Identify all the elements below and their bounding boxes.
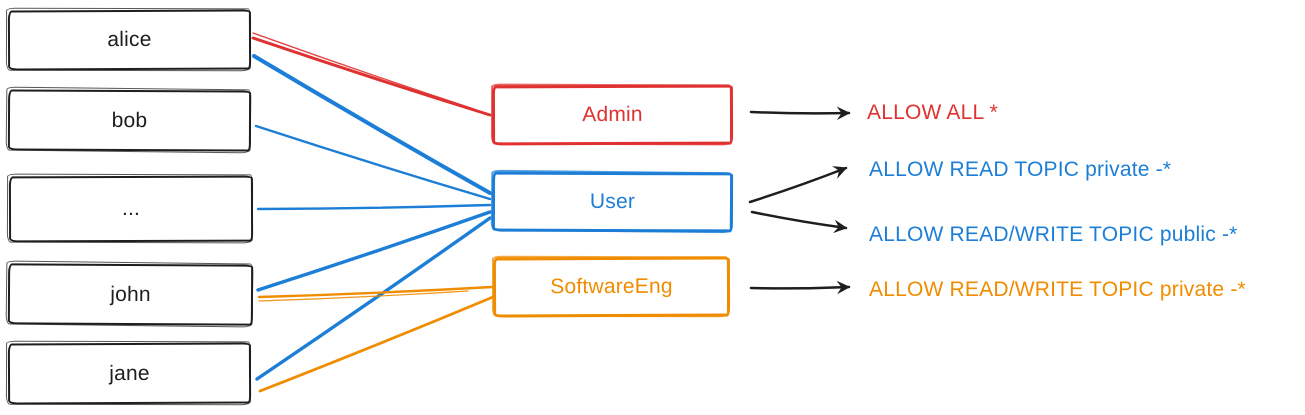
permission-read-write-topic-public: ALLOW READ/WRITE TOPIC public -* bbox=[869, 223, 1238, 246]
edge-alice-admin-sketch bbox=[252, 32, 475, 110]
role-box-admin: Admin bbox=[491, 84, 734, 146]
user-box-jane: jane bbox=[7, 342, 252, 405]
edge-john-user bbox=[256, 210, 492, 292]
role-label-admin: Admin bbox=[582, 102, 643, 127]
user-label-alice: alice bbox=[107, 27, 152, 52]
user-box-alice: alice bbox=[7, 9, 252, 71]
permission-read-write-topic-private: ALLOW READ/WRITE TOPIC private -* bbox=[869, 278, 1246, 301]
edge-ellipsis-user bbox=[256, 203, 492, 211]
permission-read-topic-private: ALLOW READ TOPIC private -* bbox=[869, 158, 1172, 181]
edge-john-softwareeng-sketch bbox=[258, 290, 469, 302]
edge-jane-user bbox=[255, 216, 492, 381]
user-label-ellipsis: ... bbox=[121, 196, 141, 221]
role-label-user: User bbox=[589, 189, 636, 214]
edge-alice-user bbox=[252, 54, 492, 195]
edge-john-softwareeng bbox=[257, 285, 494, 299]
role-label-softwareeng: SoftwareEng bbox=[550, 274, 673, 299]
user-label-jane: jane bbox=[109, 361, 150, 385]
edge-alice-admin bbox=[251, 36, 492, 117]
user-box-bob: bob bbox=[7, 89, 252, 152]
role-box-user: User bbox=[491, 171, 734, 233]
user-label-john: john bbox=[110, 282, 151, 306]
edge-bob-user bbox=[254, 124, 492, 201]
edge-jane-softwareeng bbox=[258, 295, 495, 393]
arrow-user-p-rw-public bbox=[750, 210, 848, 234]
role-box-softwareeng: SoftwareEng bbox=[492, 256, 731, 318]
arrow-user-p-read-private bbox=[748, 166, 848, 204]
arrow-admin-p-allow-all bbox=[749, 106, 851, 121]
user-box-john: john bbox=[7, 263, 254, 326]
permission-allow-all: ALLOW ALL * bbox=[867, 101, 998, 124]
arrow-softwareeng-p-rw-private bbox=[749, 280, 851, 295]
user-label-bob: bob bbox=[111, 108, 148, 132]
user-box-ellipsis: ... bbox=[8, 175, 254, 243]
